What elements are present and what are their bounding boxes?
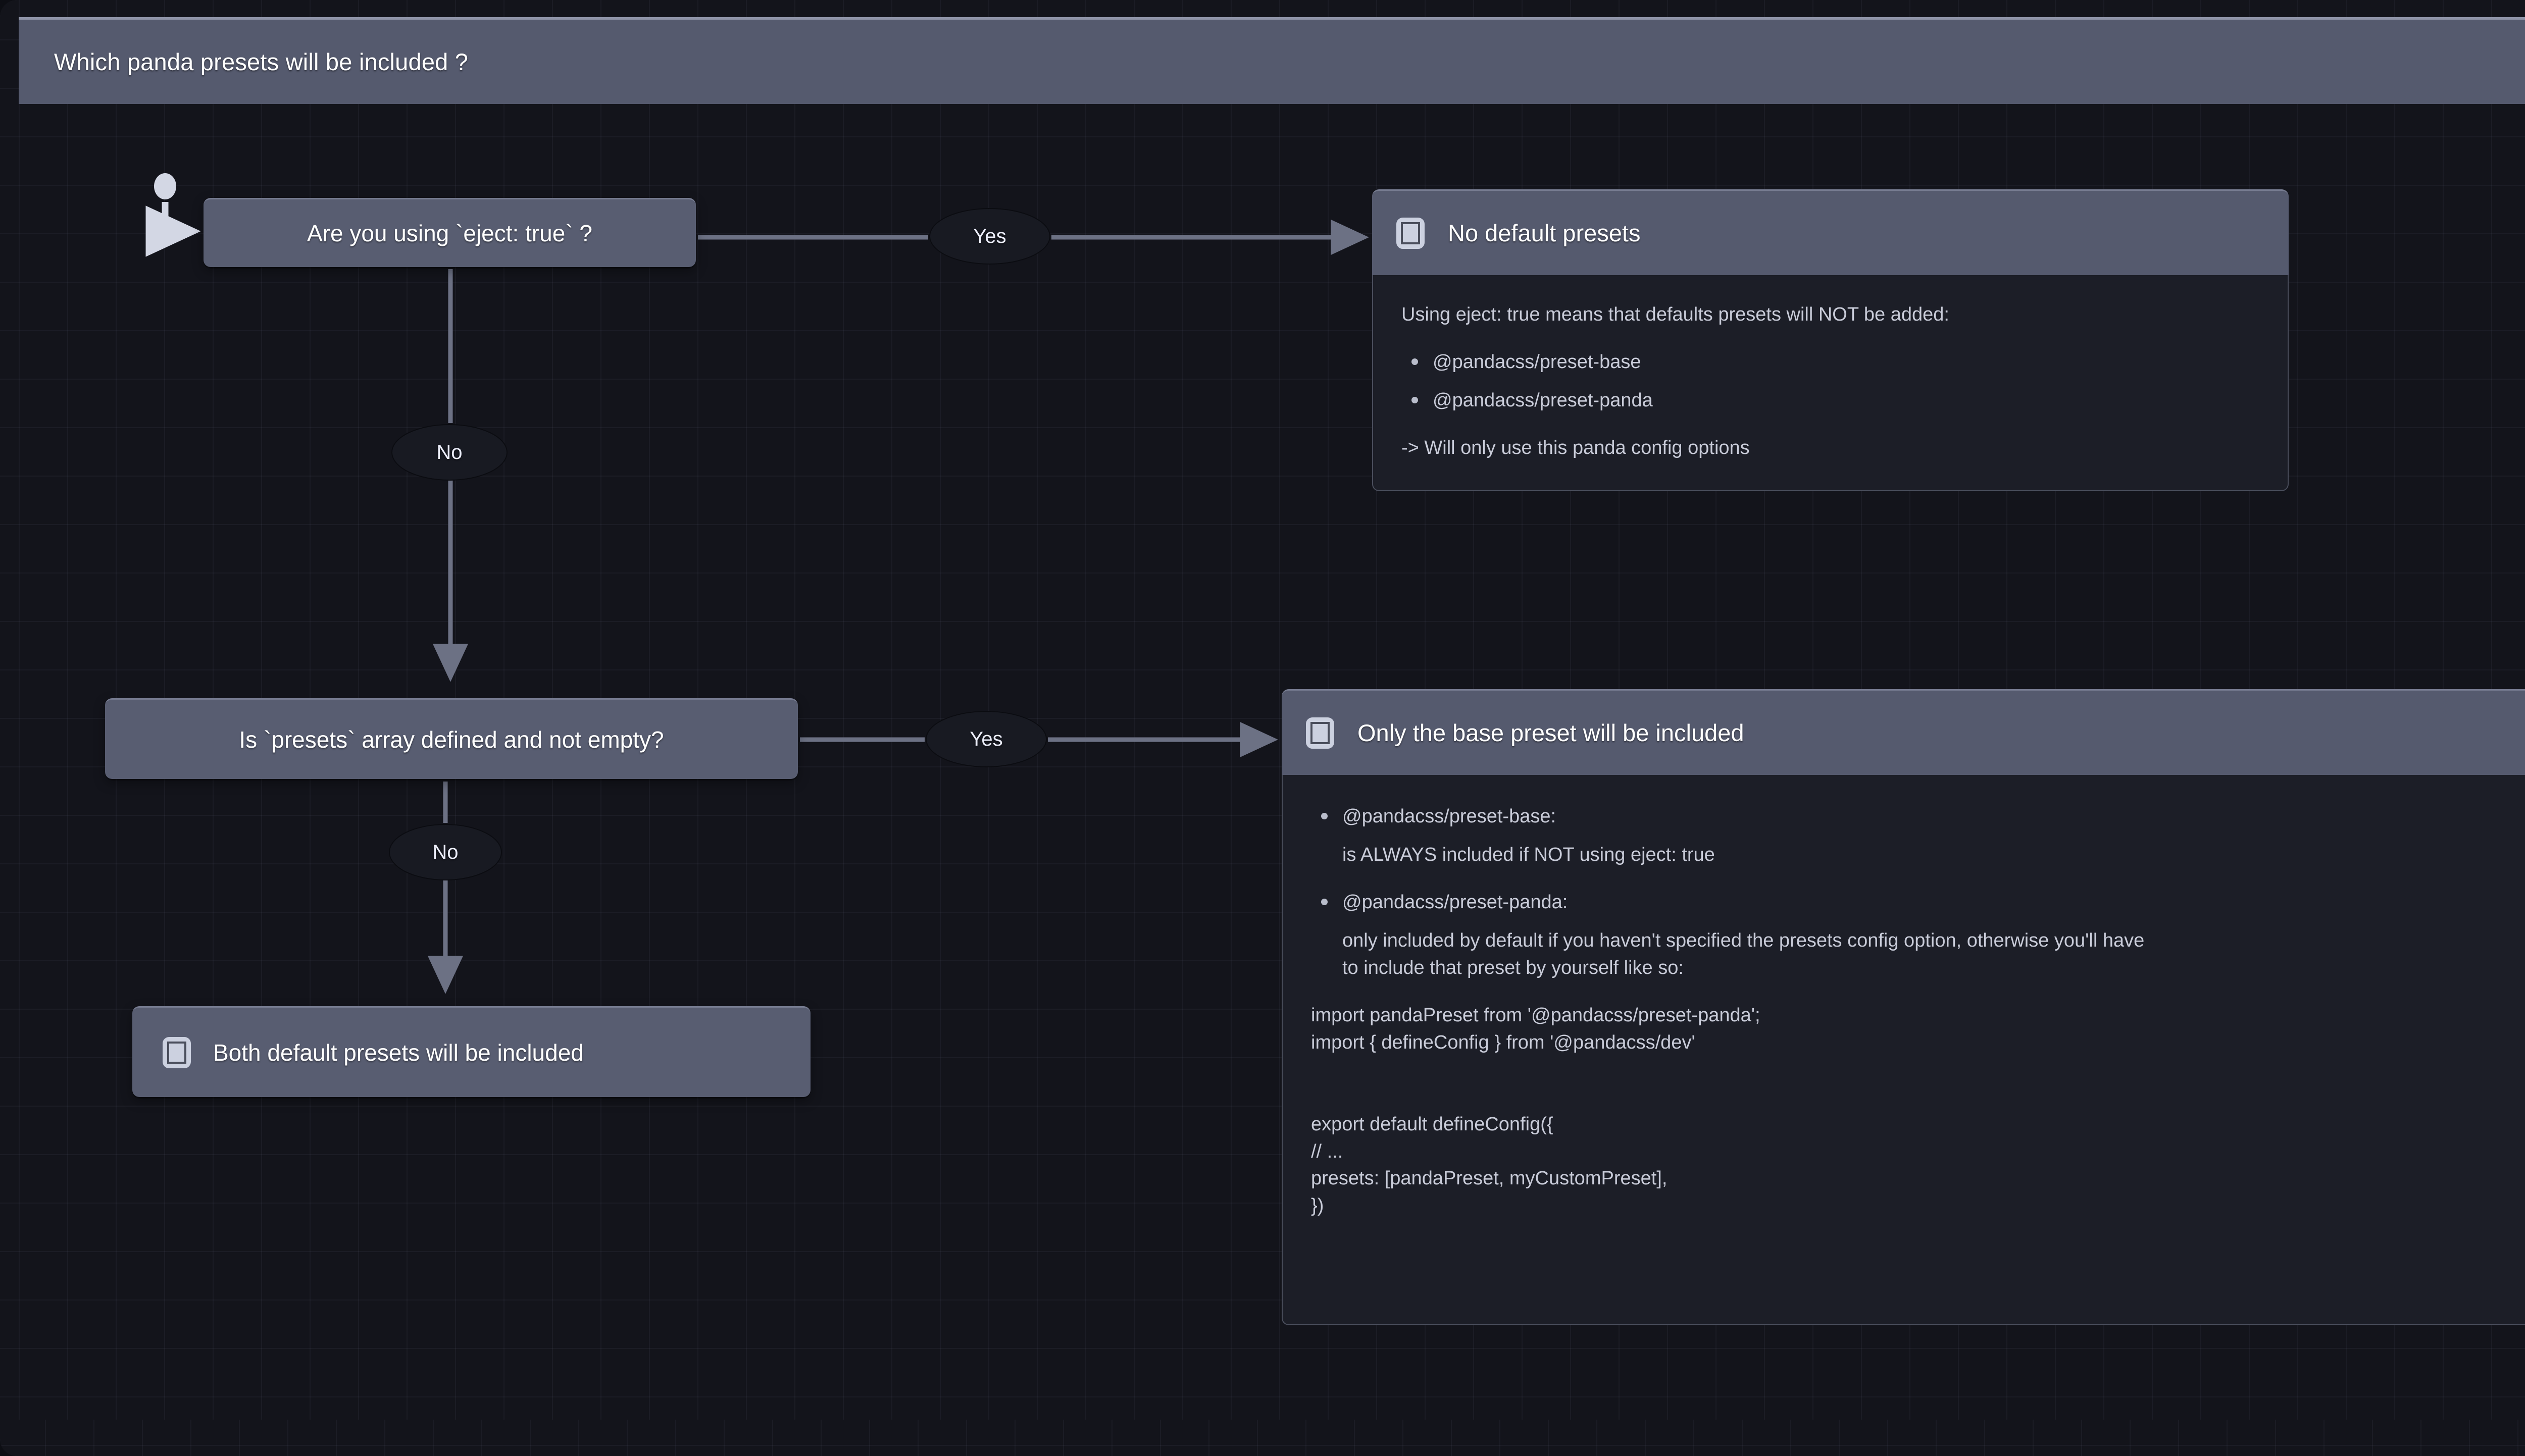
page-title: Which panda presets will be included ? bbox=[54, 48, 469, 75]
decision-node-eject-label: Are you using `eject: true` ? bbox=[307, 220, 593, 246]
decision-node-presets-array-label: Is `presets` array defined and not empty… bbox=[239, 726, 664, 753]
terminal-node-both-presets[interactable]: Both default presets will be included bbox=[132, 1006, 811, 1097]
code-line: import pandaPreset from '@pandacss/prese… bbox=[1311, 1004, 1760, 1026]
panel-base-preset-only-header[interactable]: Only the base preset will be included bbox=[1282, 689, 2525, 775]
terminal-node-both-presets-label: Both default presets will be included bbox=[213, 1039, 584, 1066]
panel-no-default-presets-header[interactable]: No default presets bbox=[1372, 189, 2289, 275]
list-item: @pandacss/preset-panda bbox=[1401, 387, 2259, 414]
list-item: @pandacss/preset-panda: bbox=[1311, 889, 2525, 916]
panel-base-preset-only-body: @pandacss/preset-base: is ALWAYS include… bbox=[1282, 775, 2525, 1325]
decision-node-eject[interactable]: Are you using `eject: true` ? bbox=[204, 198, 696, 267]
preset-detail-list: @pandacss/preset-base: is ALWAYS include… bbox=[1311, 803, 2525, 982]
diagram-title-bar: Which panda presets will be included ? bbox=[19, 17, 2525, 104]
panel-base-preset-only: Only the base preset will be included @p… bbox=[1282, 689, 2525, 1325]
edge-label-yes-2: Yes bbox=[926, 711, 1047, 767]
square-stop-icon bbox=[163, 1036, 191, 1068]
square-stop-icon bbox=[1306, 717, 1334, 749]
list-item-description-cont: to include that preset by yourself like … bbox=[1342, 957, 1684, 978]
panel-no-default-presets-body: Using eject: true means that defaults pr… bbox=[1372, 275, 2289, 491]
list-item: @pandacss/preset-base bbox=[1401, 349, 2259, 376]
code-line: import { defineConfig } from '@pandacss/… bbox=[1311, 1031, 1695, 1053]
code-line: export default defineConfig({ bbox=[1311, 1113, 1553, 1135]
panel-no-default-presets-title: No default presets bbox=[1448, 220, 1641, 246]
edge-label-yes-1: Yes bbox=[929, 208, 1050, 265]
edge-label-no-1: No bbox=[391, 424, 508, 481]
list-item-description: is ALWAYS included if NOT using eject: t… bbox=[1342, 844, 1715, 865]
code-line-blank bbox=[1311, 1057, 2525, 1084]
edge-label-no-2: No bbox=[389, 824, 502, 880]
code-line: // ... bbox=[1311, 1140, 1343, 1162]
panel-no-default-presets: No default presets Using eject: true mea… bbox=[1372, 189, 2289, 491]
code-line-blank2 bbox=[1311, 1084, 2525, 1111]
list-item-description: only included by default if you haven't … bbox=[1342, 929, 2145, 951]
panel-outro-text: -> Will only use this panda config optio… bbox=[1401, 437, 1750, 458]
preset-list: @pandacss/preset-base @pandacss/preset-p… bbox=[1401, 349, 2259, 414]
panel-intro-text: Using eject: true means that defaults pr… bbox=[1401, 304, 1949, 325]
square-stop-icon bbox=[1396, 217, 1425, 249]
decision-node-presets-array[interactable]: Is `presets` array defined and not empty… bbox=[105, 698, 798, 779]
code-line: presets: [pandaPreset, myCustomPreset], bbox=[1311, 1168, 1668, 1189]
start-node-dot bbox=[154, 173, 176, 199]
panel-base-preset-only-title: Only the base preset will be included bbox=[1357, 719, 1744, 746]
code-line: }) bbox=[1311, 1195, 1324, 1217]
list-item: @pandacss/preset-base: bbox=[1311, 803, 2525, 830]
